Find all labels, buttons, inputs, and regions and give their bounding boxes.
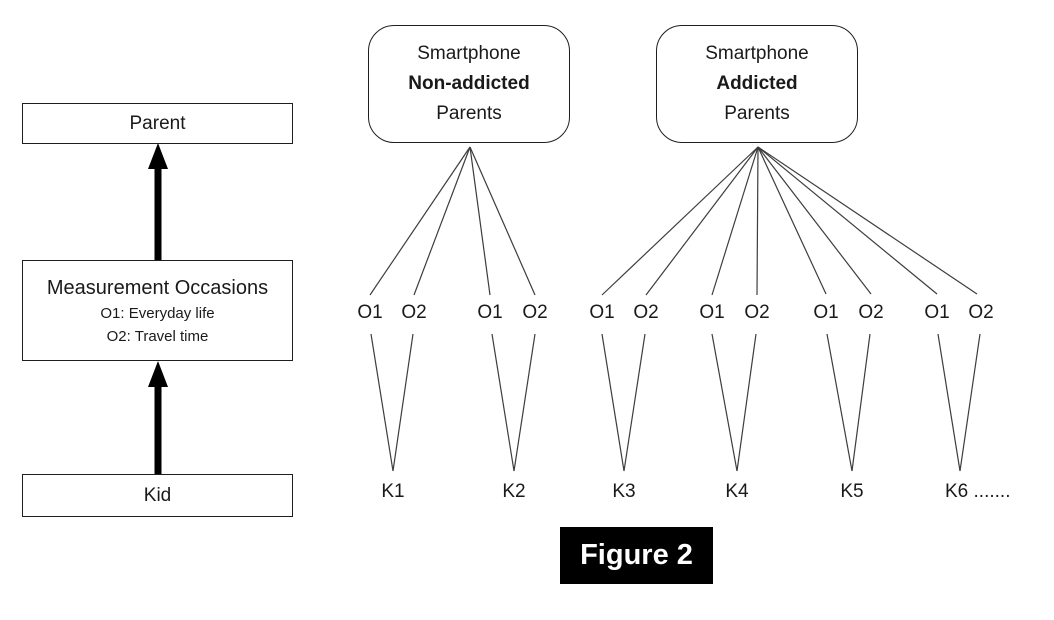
- group-line-1: Smartphone: [705, 43, 809, 64]
- measurement-occasions-box: Measurement Occasions O1: Everyday life …: [22, 260, 293, 361]
- kid-label-k4: K4: [725, 481, 749, 502]
- flow-arrow-measurement-to-parent: [148, 143, 168, 260]
- group-line-2: Addicted: [716, 73, 798, 94]
- occasion-label-k5-o2: O2: [858, 302, 884, 323]
- measurement-occasions-title: Measurement Occasions: [46, 276, 269, 299]
- occasion-label-k2-o2: O2: [522, 302, 548, 323]
- fan-lines-non-addicted: [369, 146, 536, 296]
- parent-box: Parent: [22, 103, 293, 144]
- group-line-2: Non-addicted: [408, 73, 530, 94]
- fan-lines-addicted: [601, 146, 978, 296]
- occasion-to-kid-lines: [370, 333, 981, 472]
- occasion-label-k1-o2: O2: [401, 302, 427, 323]
- figure-caption: Figure 2: [560, 527, 713, 584]
- kid-label-k2: K2: [502, 481, 526, 502]
- occasion-label-k1-o1: O1: [357, 302, 383, 323]
- kid-label-k6: K6 .......: [945, 481, 1011, 502]
- group-line-1: Smartphone: [417, 43, 521, 64]
- occasion-label-k2-o1: O1: [477, 302, 503, 323]
- figure-caption-text: Figure 2: [580, 539, 693, 571]
- kid-label-k5: K5: [840, 481, 864, 502]
- group-line-3: Parents: [724, 103, 790, 124]
- occasion-label-k6-o2: O2: [968, 302, 994, 323]
- kid-box-label: Kid: [143, 484, 172, 506]
- flow-arrow-kid-to-measurement: [148, 361, 168, 474]
- occasion-label-k5-o1: O1: [813, 302, 839, 323]
- occasion-label-k4-o2: O2: [744, 302, 770, 323]
- occasion-label-k6-o1: O1: [924, 302, 950, 323]
- occasion-label-k4-o1: O1: [699, 302, 725, 323]
- occasion-label-k3-o2: O2: [633, 302, 659, 323]
- group-box-non-addicted-parents: Smartphone Non-addicted Parents: [368, 25, 570, 143]
- kid-box: Kid: [22, 474, 293, 517]
- group-box-addicted-parents: Smartphone Addicted Parents: [656, 25, 858, 143]
- occasion1-description: O1: Everyday life: [100, 304, 215, 322]
- parent-box-label: Parent: [129, 112, 186, 134]
- group-line-3: Parents: [436, 103, 502, 124]
- kid-label-k3: K3: [612, 481, 636, 502]
- occasion-label-k3-o1: O1: [589, 302, 615, 323]
- kid-label-k1: K1: [381, 481, 405, 502]
- occasion2-description: O2: Travel time: [106, 327, 209, 345]
